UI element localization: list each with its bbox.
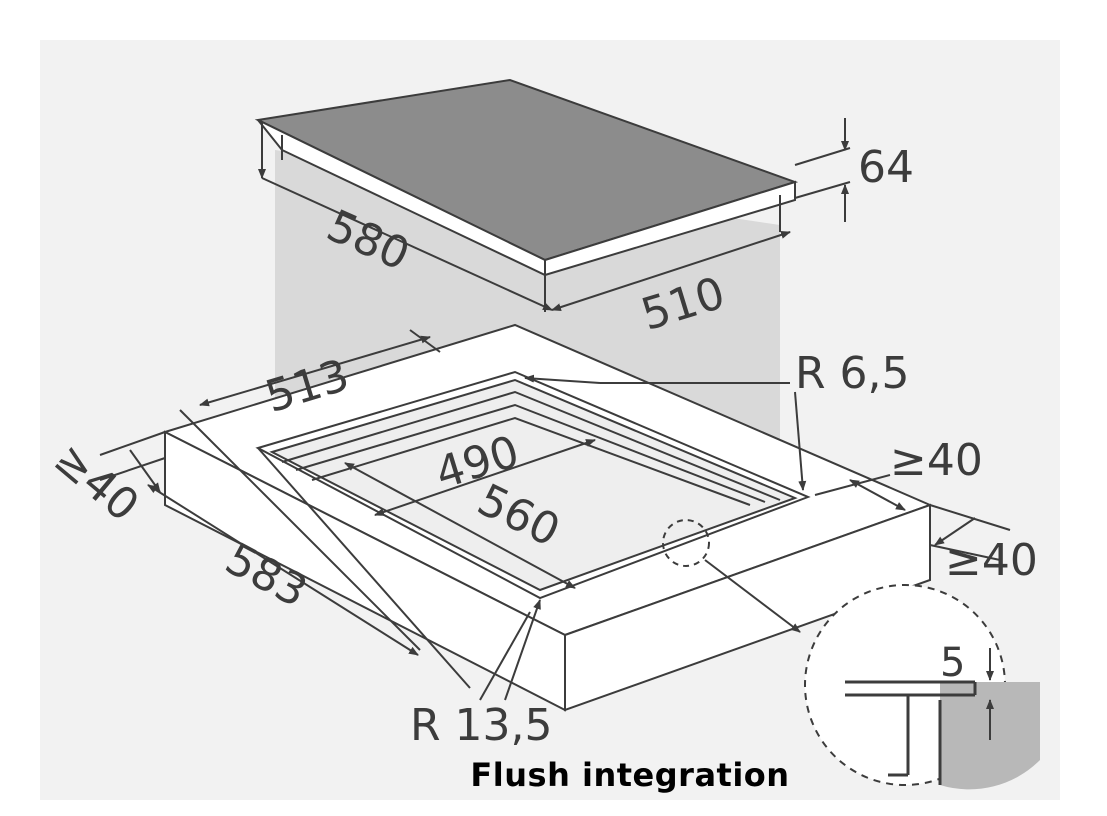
- label-radius-inner: R 6,5: [795, 348, 910, 399]
- label-clearance-right: ≥40: [945, 535, 1038, 586]
- diagram-caption: Flush integration: [470, 756, 790, 794]
- cutout-dimensions: [99, 329, 1011, 701]
- flush-detail-view: [804, 584, 1040, 790]
- label-clearance-back: ≥40: [890, 435, 983, 486]
- label-radius-outer: R 13,5: [410, 700, 553, 751]
- label-flush-depth: 5: [940, 640, 965, 686]
- worktop-side-face: [564, 503, 931, 712]
- label-hob-height: 64: [858, 142, 914, 193]
- hob-dimensions: [258, 118, 851, 312]
- detail-marker-circle: [662, 519, 710, 567]
